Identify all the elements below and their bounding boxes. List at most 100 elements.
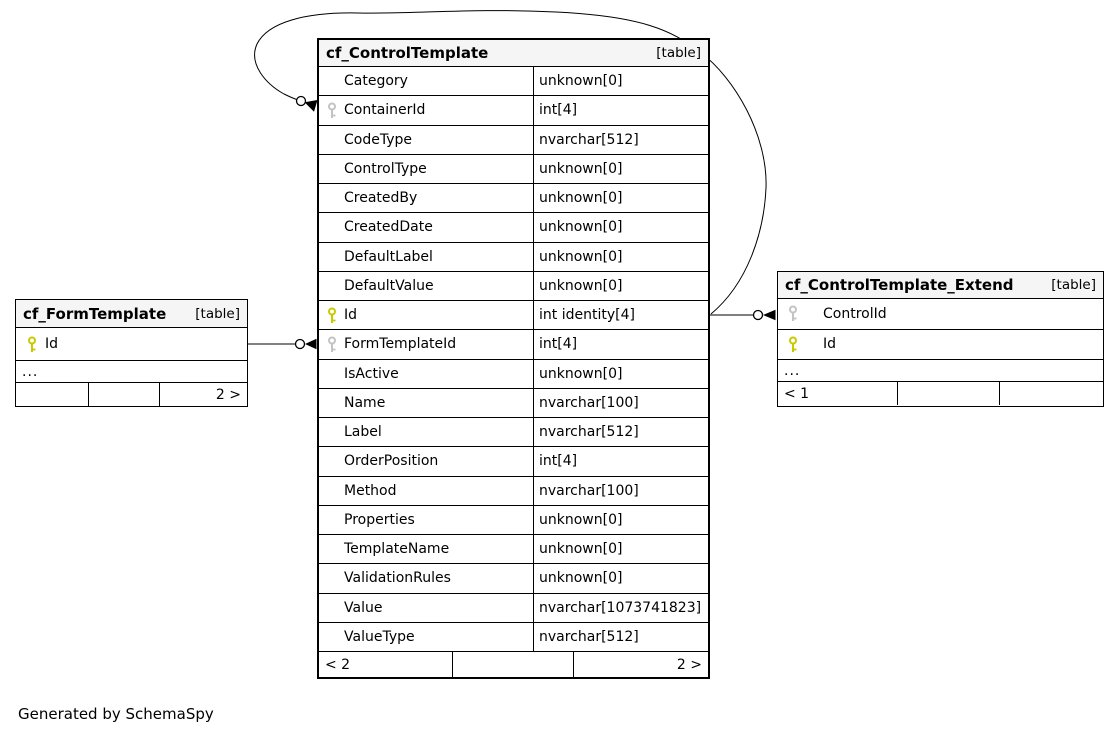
column-type: int identity[4]	[533, 301, 708, 330]
column-name: CodeType	[344, 131, 412, 148]
column-type: unknown[0]	[533, 535, 708, 564]
column-name: Id	[344, 307, 358, 324]
column-row-ValidationRules[interactable]: ValidationRules unknown[0]	[319, 564, 708, 594]
column-name: OrderPosition	[344, 453, 439, 470]
edge-formtemplate-to-formtemplateid	[248, 338, 317, 350]
related-tables-count: 2 >	[215, 386, 241, 403]
related-tables-count: < 1	[778, 382, 898, 405]
column-type: int[4]	[533, 330, 708, 359]
table-cf-formtemplate[interactable]: cf_FormTemplate [table] Id... 2 >	[15, 299, 248, 407]
table-footer: 2 >	[16, 383, 247, 406]
column-type: unknown[0]	[533, 67, 708, 96]
column-name: ContainerId	[344, 102, 426, 119]
column-type: int[4]	[533, 96, 708, 125]
column-type: unknown[0]	[533, 359, 708, 388]
column-row-CodeType[interactable]: CodeType nvarchar[512]	[319, 125, 708, 155]
more-columns-indicator: ...	[778, 360, 1103, 382]
column-row-CreatedBy[interactable]: CreatedBy unknown[0]	[319, 184, 708, 214]
table-footer: < 2 2 >	[319, 652, 708, 677]
column-name: Id	[45, 336, 59, 352]
footer-cell	[16, 383, 89, 406]
fk-arrowhead	[763, 309, 776, 321]
table-type-tag: [table]	[1051, 277, 1096, 293]
column-name: FormTemplateId	[344, 336, 457, 353]
edge-id-to-controlid	[710, 309, 776, 321]
table-title[interactable]: cf_ControlTemplate_Extend	[785, 276, 1014, 294]
column-row-Value[interactable]: Value nvarchar[1073741823]	[319, 593, 708, 623]
table-header[interactable]: cf_ControlTemplate_Extend [table]	[778, 272, 1103, 299]
table-title[interactable]: cf_ControlTemplate	[326, 44, 489, 62]
foreign-key-icon	[788, 305, 798, 322]
table-cf-controltemplate[interactable]: cf_ControlTemplate [table] Category unkno…	[317, 38, 710, 679]
table-type-tag: [table]	[195, 305, 240, 322]
column-type: unknown[0]	[533, 184, 708, 213]
column-row-Id[interactable]: Id int identity[4]	[319, 301, 708, 331]
column-type: nvarchar[512]	[533, 418, 708, 447]
table-cf-controltemplate-extend[interactable]: cf_ControlTemplate_Extend [table] Contro…	[777, 271, 1104, 407]
column-name: CreatedBy	[344, 190, 418, 207]
table-header[interactable]: cf_ControlTemplate [table]	[319, 40, 708, 67]
more-columns-indicator: ...	[16, 361, 247, 383]
primary-key-icon	[327, 307, 337, 324]
zero-or-one-circle	[294, 338, 306, 350]
column-name: DefaultLabel	[344, 248, 433, 265]
column-row-ControlId[interactable]: ControlId	[778, 299, 1103, 330]
column-row-ControlType[interactable]: ControlType unknown[0]	[319, 154, 708, 184]
zero-or-one-circle	[295, 95, 307, 107]
related-tables-count: < 2	[319, 652, 453, 677]
column-name: Name	[344, 394, 386, 411]
column-name: ValidationRules	[344, 570, 451, 587]
table-type-tag: [table]	[656, 45, 701, 61]
table-header[interactable]: cf_FormTemplate [table]	[16, 300, 247, 328]
column-name: Value	[344, 599, 383, 616]
table-title[interactable]: cf_FormTemplate	[23, 304, 167, 323]
foreign-key-icon	[327, 336, 337, 353]
column-row-OrderPosition[interactable]: OrderPosition int[4]	[319, 447, 708, 477]
table-footer: < 1	[778, 382, 1103, 405]
column-type: unknown[0]	[533, 271, 708, 300]
column-row-ContainerId[interactable]: ContainerId int[4]	[319, 96, 708, 126]
column-type: nvarchar[1073741823]	[533, 593, 708, 622]
column-name: CreatedDate	[344, 219, 433, 236]
column-row-Id[interactable]: Id	[778, 330, 1103, 360]
column-type: unknown[0]	[533, 242, 708, 271]
column-name: ControlType	[344, 160, 427, 177]
column-row-DefaultLabel[interactable]: DefaultLabel unknown[0]	[319, 242, 708, 272]
column-type: unknown[0]	[533, 154, 708, 183]
footer-cell	[1000, 382, 1103, 405]
column-type: nvarchar[512]	[533, 125, 708, 154]
foreign-key-icon	[327, 102, 337, 119]
column-name: Category	[344, 73, 408, 90]
zero-or-one-circle	[752, 309, 764, 321]
primary-key-icon	[27, 336, 37, 353]
column-row-Id[interactable]: Id	[16, 328, 247, 361]
footer-cell	[898, 382, 1000, 405]
footer-cell	[89, 383, 160, 406]
column-type: unknown[0]	[533, 564, 708, 593]
column-type: nvarchar[100]	[533, 388, 708, 417]
generator-note: Generated by SchemaSpy	[18, 705, 214, 723]
column-type: unknown[0]	[533, 505, 708, 534]
fk-arrowhead	[305, 338, 317, 350]
footer-cell	[453, 652, 574, 677]
column-row-Category[interactable]: Category unknown[0]	[319, 67, 708, 97]
column-row-CreatedDate[interactable]: CreatedDate unknown[0]	[319, 213, 708, 243]
column-type: int[4]	[533, 447, 708, 476]
column-row-IsActive[interactable]: IsActive unknown[0]	[319, 359, 708, 389]
column-name: Method	[344, 482, 397, 499]
fk-arrowhead	[304, 100, 318, 112]
column-name: ValueType	[344, 628, 415, 645]
related-tables-count: 2 >	[676, 656, 702, 673]
primary-key-icon	[788, 336, 798, 353]
column-name: IsActive	[344, 365, 399, 382]
column-type: unknown[0]	[533, 213, 708, 242]
column-row-Name[interactable]: Name nvarchar[100]	[319, 388, 708, 418]
column-row-FormTemplateId[interactable]: FormTemplateId int[4]	[319, 330, 708, 360]
